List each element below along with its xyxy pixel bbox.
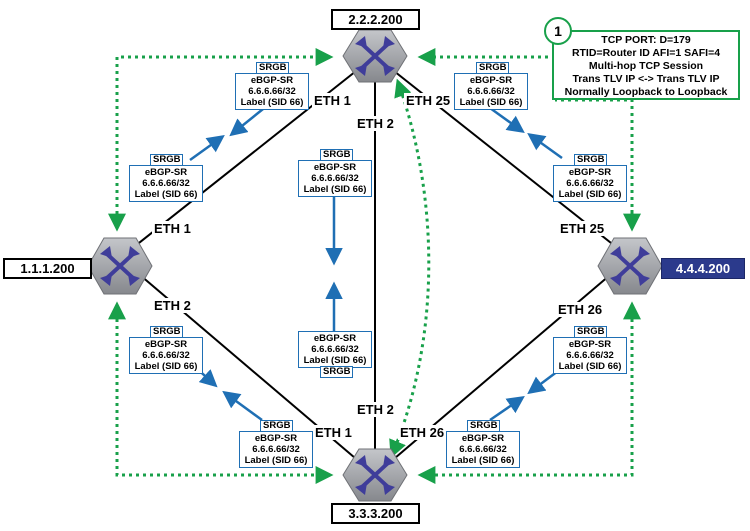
advert-arrow-left-top (189, 134, 225, 162)
advert-line: eBGP-SR (250, 75, 294, 86)
session-top-bottom (389, 78, 431, 459)
callout-line: RTID=Router ID AFI=1 SAFI=4 (571, 47, 721, 59)
advert-line: Label (SID 66) (459, 97, 523, 108)
advert-line: 6.6.6.66/32 (142, 178, 190, 189)
router-icon (597, 237, 663, 295)
port-label: ETH 1 (152, 221, 193, 236)
port-label: ETH 1 (313, 425, 354, 440)
advert-line: eBGP-SR (461, 433, 505, 444)
router-icon (342, 29, 408, 83)
advertisement-arrows (181, 104, 563, 422)
advert-arrow-bottom-left (222, 390, 263, 422)
router-bottom-ip: 3.3.3.200 (331, 503, 420, 524)
router-bottom (342, 448, 408, 502)
advert-line: 6.6.6.66/32 (248, 86, 296, 97)
router-icon (87, 237, 153, 295)
advert-arrow-bottom-right (489, 396, 525, 422)
advert-line: Label (SID 66) (558, 189, 622, 200)
bgp-sessions (108, 48, 641, 484)
advert-line: 6.6.6.66/32 (142, 350, 190, 361)
session-left-top (108, 48, 334, 232)
port-label: ETH 2 (355, 402, 396, 417)
advert-line: eBGP-SR (144, 167, 188, 178)
port-label: ETH 2 (152, 298, 193, 313)
router-top (342, 29, 408, 83)
router-icon (342, 448, 408, 502)
session-left-bottom (108, 301, 334, 484)
port-label: ETH 26 (556, 302, 605, 317)
port-label: ETH 2 (355, 116, 396, 131)
advert-line: eBGP-SR (469, 75, 513, 86)
advert-line: 6.6.6.66/32 (311, 344, 359, 355)
advert-line: eBGP-SR (254, 433, 298, 444)
advert-line: eBGP-SR (568, 167, 612, 178)
advert-box-right-lower: eBGP-SR 6.6.6.66/32 Label (SID 66) (553, 337, 627, 374)
advert-box-top-left: eBGP-SR 6.6.6.66/32 Label (SID 66) (235, 73, 309, 110)
advert-line: Label (SID 66) (451, 455, 515, 466)
advert-line: eBGP-SR (313, 162, 357, 173)
advert-line: Label (SID 66) (303, 184, 367, 195)
advert-line: Label (SID 66) (134, 189, 198, 200)
advert-box-bottom-right: eBGP-SR 6.6.6.66/32 Label (SID 66) (446, 431, 520, 468)
advert-box-bottom-left: eBGP-SR 6.6.6.66/32 Label (SID 66) (239, 431, 313, 468)
callout-line: TCP PORT: D=179 (601, 34, 691, 46)
advert-line: Label (SID 66) (558, 361, 622, 372)
advert-box-middle-lower: eBGP-SR 6.6.6.66/32 Label (SID 66) (298, 331, 372, 368)
advert-arrow-right-top (527, 132, 563, 160)
port-label: ETH 25 (558, 221, 607, 236)
advert-arrow-top-right (489, 106, 525, 134)
advert-line: 6.6.6.66/32 (311, 173, 359, 184)
tcp-session-callout: TCP PORT: D=179 RTID=Router ID AFI=1 SAF… (552, 30, 740, 100)
advert-line: eBGP-SR (313, 333, 357, 344)
advert-box-right-upper: eBGP-SR 6.6.6.66/32 Label (SID 66) (553, 165, 627, 202)
advert-line: 6.6.6.66/32 (252, 444, 300, 455)
advert-line: eBGP-SR (568, 339, 612, 350)
advert-line: 6.6.6.66/32 (566, 350, 614, 361)
advert-box-left-lower: eBGP-SR 6.6.6.66/32 Label (SID 66) (129, 337, 203, 374)
advert-line: Label (SID 66) (240, 97, 304, 108)
advert-box-left-upper: eBGP-SR 6.6.6.66/32 Label (SID 66) (129, 165, 203, 202)
advert-line: 6.6.6.66/32 (566, 178, 614, 189)
advert-line: Label (SID 66) (244, 455, 308, 466)
advert-line: Label (SID 66) (303, 355, 367, 366)
callout-line: Trans TLV IP <-> Trans TLV IP (572, 73, 720, 85)
router-right-ip: 4.4.4.200 (661, 258, 745, 279)
session-right-top (421, 57, 634, 228)
callout-line: Multi-hop TCP Session (588, 60, 704, 72)
callout-number-badge: 1 (544, 17, 572, 45)
port-label: ETH 1 (312, 93, 353, 108)
advert-box-top-right: eBGP-SR 6.6.6.66/32 Label (SID 66) (454, 73, 528, 110)
advert-line: 6.6.6.66/32 (467, 86, 515, 97)
port-label: ETH 25 (404, 93, 453, 108)
router-top-ip: 2.2.2.200 (331, 9, 420, 30)
router-left-ip: 1.1.1.200 (3, 258, 92, 279)
router-left (87, 237, 153, 295)
port-label: ETH 26 (398, 425, 447, 440)
callout-line: Normally Loopback to Loopback (564, 86, 728, 98)
advert-box-middle-upper: eBGP-SR 6.6.6.66/32 Label (SID 66) (298, 160, 372, 197)
session-right-bottom (417, 301, 641, 484)
advert-line: 6.6.6.66/32 (459, 444, 507, 455)
advert-line: eBGP-SR (144, 339, 188, 350)
router-right (597, 237, 663, 295)
srgb-tag: SRGB (476, 62, 510, 74)
advert-line: Label (SID 66) (134, 361, 198, 372)
srgb-tag: SRGB (320, 366, 354, 378)
